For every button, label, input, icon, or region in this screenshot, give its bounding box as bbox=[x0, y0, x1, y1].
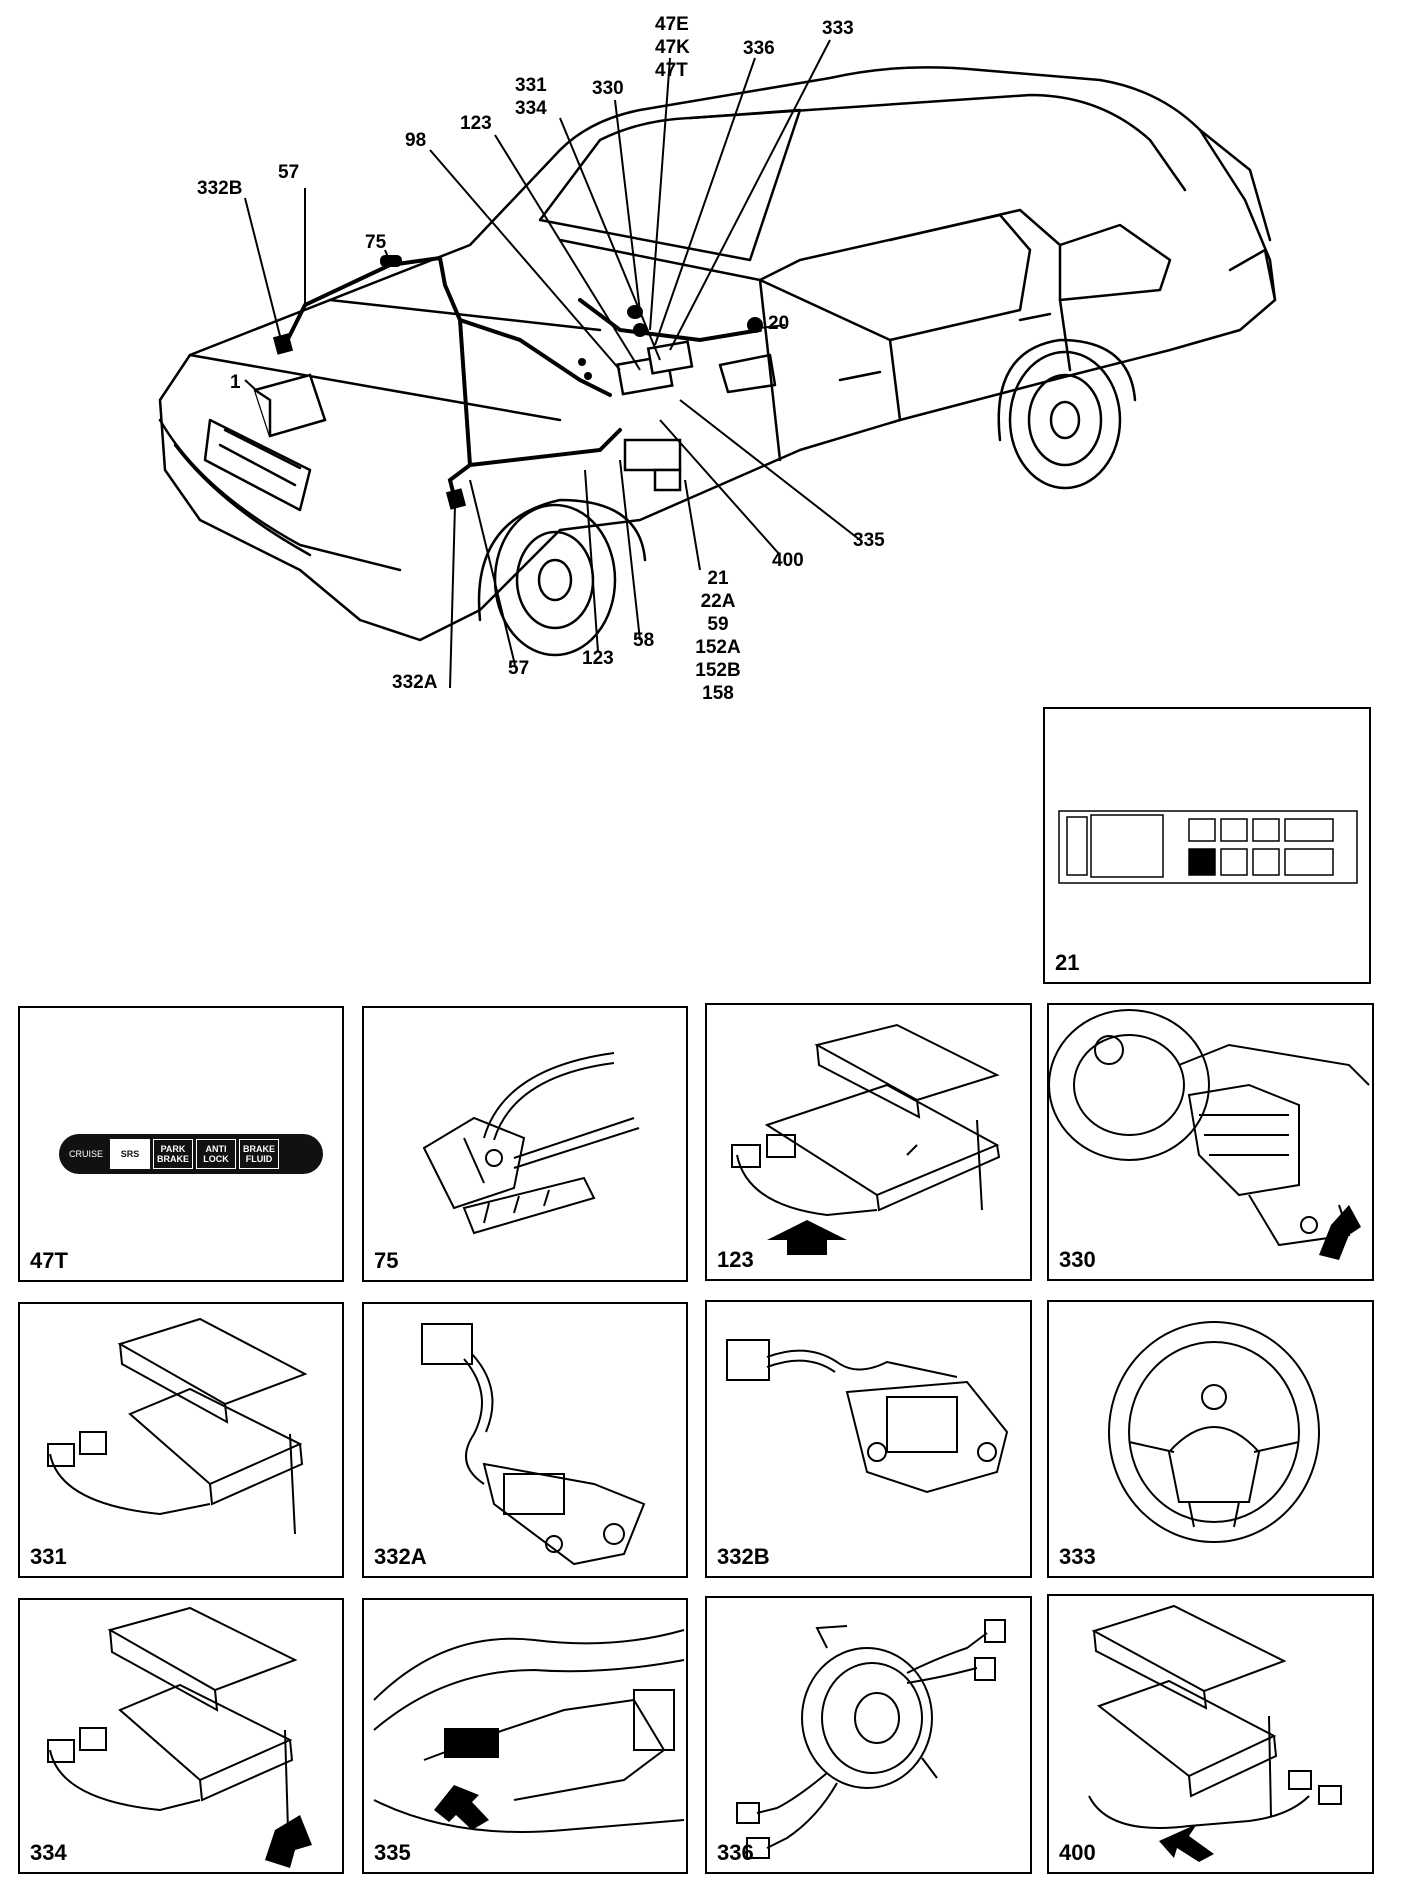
panel-75-connector: 75 bbox=[362, 1006, 688, 1282]
panel-400-caption: 400 bbox=[1059, 1840, 1096, 1865]
panel-331-module: 331 bbox=[18, 1302, 344, 1578]
panel-123-module: 123 bbox=[705, 1003, 1032, 1281]
callout-152A: 152A bbox=[695, 637, 741, 658]
panel-334-caption: 334 bbox=[30, 1840, 67, 1865]
panel-332B-caption: 332B bbox=[717, 1544, 770, 1569]
callout-332A: 332A bbox=[392, 672, 438, 693]
callout-20: 20 bbox=[768, 313, 790, 334]
clock-spring-336-illustration bbox=[736, 1619, 1006, 1859]
callout-21: 21 bbox=[707, 568, 729, 589]
dashboard-330-illustration bbox=[1049, 1009, 1370, 1260]
panel-332B-sensor: 332B bbox=[705, 1300, 1032, 1578]
panel-21-fuse-box: 21 bbox=[1043, 707, 1371, 984]
panel-333-steering-wheel: 333 bbox=[1047, 1300, 1374, 1578]
callout-123-top: 123 bbox=[460, 113, 492, 134]
steering-wheel-333-illustration bbox=[1108, 1321, 1320, 1543]
panel-47T-warning-lamps: CRUISE SRS PARK BRAKE ANTI LOCK BRAKE FL… bbox=[18, 1006, 344, 1282]
panel-336-clock-spring: 336 bbox=[705, 1596, 1032, 1874]
sensor-332B-illustration bbox=[726, 1339, 1009, 1494]
panel-331-caption: 331 bbox=[30, 1544, 67, 1569]
callout-98: 98 bbox=[405, 130, 427, 151]
car-illustration bbox=[158, 39, 1277, 689]
callout-336: 336 bbox=[743, 38, 775, 59]
callout-59: 59 bbox=[707, 614, 729, 635]
panel-336-caption: 336 bbox=[717, 1840, 754, 1865]
indicator-srs: SRS bbox=[110, 1139, 150, 1169]
callout-1: 1 bbox=[230, 372, 241, 393]
callout-57-bottom: 57 bbox=[508, 658, 530, 679]
panel-330-dashboard: 330 bbox=[1047, 1003, 1374, 1281]
panel-47T-caption: 47T bbox=[30, 1248, 68, 1273]
panel-332A-caption: 332A bbox=[374, 1544, 427, 1569]
panel-332A-sensor: 332A bbox=[362, 1302, 688, 1578]
module-334-illustration bbox=[47, 1606, 312, 1868]
panel-330-caption: 330 bbox=[1059, 1247, 1096, 1272]
indicator-brake-fluid: BRAKE FLUID bbox=[239, 1139, 279, 1169]
panel-334-module: 334 bbox=[18, 1598, 344, 1874]
callout-22A: 22A bbox=[700, 591, 736, 612]
module-400-illustration bbox=[1088, 1604, 1342, 1862]
panel-335-connector: 335 bbox=[362, 1598, 688, 1874]
panel-335-caption: 335 bbox=[374, 1840, 411, 1865]
module-331-illustration bbox=[47, 1317, 308, 1535]
panel-123-caption: 123 bbox=[717, 1247, 754, 1272]
module-123-illustration bbox=[731, 1023, 1001, 1255]
connector-75-illustration bbox=[422, 1052, 640, 1235]
panel-400-module: 400 bbox=[1047, 1594, 1374, 1874]
callout-332B: 332B bbox=[197, 178, 243, 199]
callout-58: 58 bbox=[633, 630, 655, 651]
callout-158: 158 bbox=[702, 683, 734, 704]
callout-400: 400 bbox=[772, 550, 804, 571]
callout-47E: 47E bbox=[655, 14, 689, 35]
panel-333-caption: 333 bbox=[1059, 1544, 1096, 1569]
callout-334: 334 bbox=[515, 98, 547, 119]
callout-335: 335 bbox=[853, 530, 885, 551]
fuse-box-illustration bbox=[1058, 810, 1358, 884]
callout-123-bottom: 123 bbox=[582, 648, 614, 669]
callout-47K: 47K bbox=[655, 37, 690, 58]
indicator-anti-lock: ANTI LOCK bbox=[196, 1139, 236, 1169]
panel-75-caption: 75 bbox=[374, 1248, 399, 1273]
callout-stack-21: 21 22A 59 152A 152B 158 bbox=[690, 567, 746, 705]
callout-57-top: 57 bbox=[278, 162, 300, 183]
callout-152B: 152B bbox=[695, 660, 741, 681]
main-car-diagram: 47E 47K 47T 333 336 330 331 334 123 98 3… bbox=[0, 0, 1408, 720]
warning-lamp-strip: CRUISE SRS PARK BRAKE ANTI LOCK BRAKE FL… bbox=[59, 1134, 323, 1174]
callout-75: 75 bbox=[365, 232, 387, 253]
callout-47T: 47T bbox=[655, 60, 688, 81]
callout-333: 333 bbox=[822, 18, 854, 39]
indicator-cruise: CRUISE bbox=[68, 1149, 103, 1159]
callout-331: 331 bbox=[515, 75, 547, 96]
sensor-332A-illustration bbox=[421, 1323, 646, 1566]
callout-330: 330 bbox=[592, 78, 624, 99]
panel-21-caption: 21 bbox=[1055, 950, 1080, 975]
indicator-park-brake: PARK BRAKE bbox=[153, 1139, 193, 1169]
connector-335-illustration bbox=[373, 1629, 685, 1833]
